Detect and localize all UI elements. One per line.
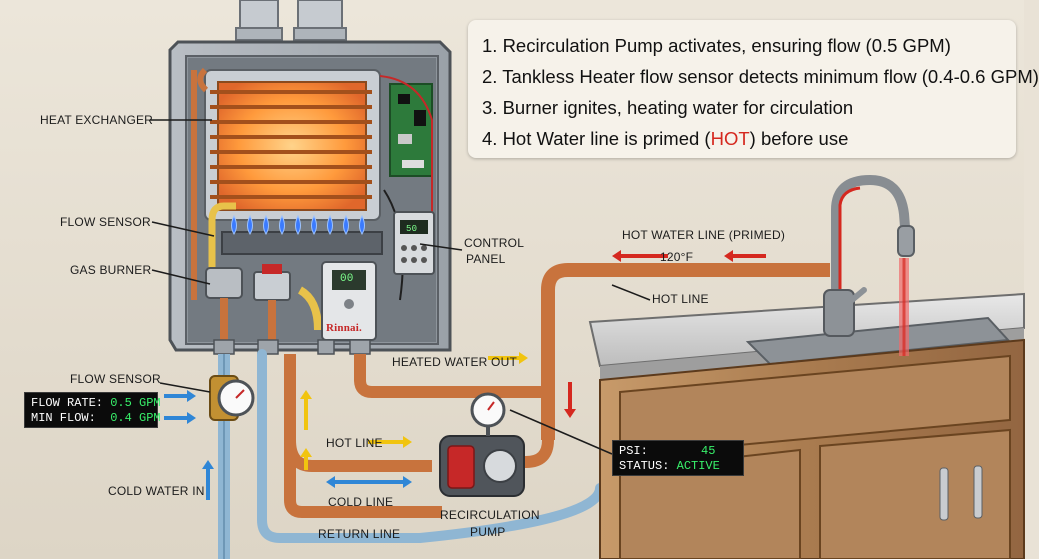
flow-arrow xyxy=(368,436,412,448)
label-heat-exchanger: HEAT EXCHANGER xyxy=(40,113,154,127)
step-1: 1. Recirculation Pump activates, ensurin… xyxy=(482,35,951,56)
label-control-1: CONTROL xyxy=(464,236,525,250)
pump-readout: PSI: 45 STATUS: ACTIVE xyxy=(612,440,744,476)
status-value: ACTIVE xyxy=(676,459,720,473)
control-panel-unit xyxy=(393,211,435,275)
burner-flame xyxy=(343,214,349,235)
flow-rate-label: FLOW RATE: xyxy=(31,396,104,410)
gas-valve xyxy=(205,264,322,340)
step-4-hot: HOT xyxy=(710,128,750,149)
flow-rate-value: 0.5 GPM xyxy=(110,396,161,410)
heat-exchanger xyxy=(197,67,381,221)
hot-arrow xyxy=(612,250,668,262)
label-cold-line: COLD LINE xyxy=(328,495,394,509)
burner-flame xyxy=(247,214,253,235)
label-temperature: 120°F xyxy=(660,250,694,264)
flow-arrow xyxy=(300,390,312,430)
min-flow-label: MIN FLOW: xyxy=(31,411,96,425)
burner-flame xyxy=(311,214,317,235)
label-cold-water-in: COLD WATER IN xyxy=(108,484,205,498)
label-control-2: PANEL xyxy=(466,252,506,266)
burner-flame xyxy=(231,214,237,235)
leader-lines xyxy=(150,119,651,393)
flow-arrow xyxy=(300,448,312,470)
burner-flame xyxy=(295,214,301,235)
cold-arrow xyxy=(164,390,196,402)
flow-readout: FLOW RATE: 0.5 GPM MIN FLOW: 0.4 GPM xyxy=(24,392,161,428)
step-4: 4. Hot Water line is primed (HOT) before… xyxy=(482,123,1002,154)
bottom-connections xyxy=(213,339,371,355)
outer-flow-sensor xyxy=(209,375,255,421)
hot-water-line-pipe xyxy=(541,263,830,440)
step-2: 2. Tankless Heater flow sensor detects m… xyxy=(482,66,1039,87)
cold-arrow xyxy=(326,476,372,488)
step-4-end: ) before use xyxy=(749,128,849,149)
step-4-text: 4. Hot Water line is primed ( xyxy=(482,128,711,149)
label-gas-burner: GAS BURNER xyxy=(70,263,152,277)
cold-arrow xyxy=(202,460,214,500)
label-hot-water-line: HOT WATER LINE (PRIMED) xyxy=(622,228,786,242)
hot-arrow xyxy=(724,250,766,262)
cold-arrow xyxy=(370,476,412,488)
status-label: STATUS: xyxy=(619,459,670,473)
flow-arrow xyxy=(488,352,528,364)
hot-line-lower-pipe xyxy=(284,439,432,472)
process-steps: 1. Recirculation Pump activates, ensurin… xyxy=(468,20,1039,158)
psi-value: 45 xyxy=(701,444,716,458)
burner-flame xyxy=(279,214,285,235)
psi-label: PSI: xyxy=(619,444,648,458)
label-return-line: RETURN LINE xyxy=(318,527,401,541)
hot-arrow xyxy=(564,382,576,418)
label-heated-water-out: HEATED WATER OUT xyxy=(392,355,517,369)
recirculation-pump xyxy=(439,392,525,497)
heated-water-out-pipe xyxy=(354,354,548,398)
kitchen-counter xyxy=(588,292,1025,559)
label-flow-sensor-outer: FLOW SENSOR xyxy=(70,372,161,386)
burner-flame xyxy=(327,214,333,235)
min-flow-value: 0.4 GPM xyxy=(110,411,161,425)
burner-flame xyxy=(263,214,269,235)
circuit-board xyxy=(389,83,433,177)
step-3: 3. Burner ignites, heating water for cir… xyxy=(482,97,854,118)
gas-burner xyxy=(221,214,383,255)
burner-flame xyxy=(359,214,365,235)
label-pump-1: RECIRCULATION xyxy=(440,508,540,522)
label-hot-line-lower: HOT LINE xyxy=(326,436,383,450)
panel-display-value: 50 xyxy=(406,224,418,234)
label-hot-line-top: HOT LINE xyxy=(652,292,709,306)
cold-arrow xyxy=(164,412,196,424)
label-flow-sensor-inner: FLOW SENSOR xyxy=(60,215,151,229)
unit-display-value: 00 xyxy=(340,273,354,285)
vent-pipes xyxy=(235,0,347,41)
brand-logo-text: Rinnai. xyxy=(326,322,362,334)
faucet xyxy=(823,174,915,356)
return-line-pipe xyxy=(257,349,605,543)
unit-display xyxy=(321,261,377,341)
label-pump-2: PUMP xyxy=(470,525,506,539)
cold-line-pipe xyxy=(284,354,442,518)
